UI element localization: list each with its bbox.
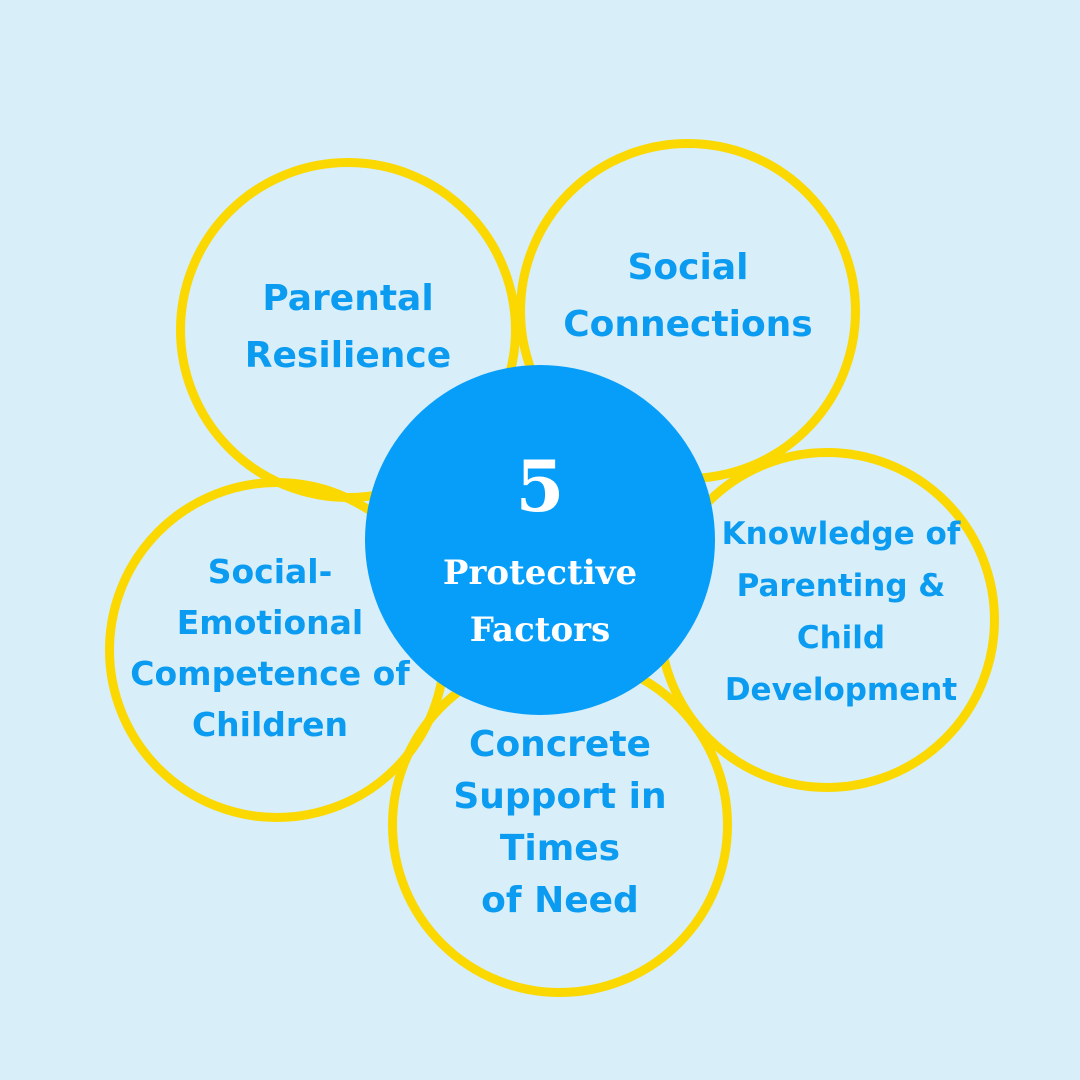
factor-label-concrete-support: Concrete Support in Times of Need [453,724,667,921]
factor-circle-social-connections: Social Connections [516,139,860,483]
hub-number: 5 [515,445,565,528]
factor-label-parental-resilience: Parental Resilience [244,278,452,376]
factor-circle-knowledge-of-parenting: Knowledge of Parenting & Child Developme… [655,448,999,792]
factor-label-social-emotional-competence: Social- Emotional Competence of Children [130,552,410,744]
center-hub-circle: 5 Protective Factors [365,365,715,715]
hub-title: Protective Factors [442,553,638,650]
factor-label-knowledge-of-parenting: Knowledge of Parenting & Child Developme… [721,516,961,708]
factor-circle-concrete-support: Concrete Support in Times of Need [388,653,732,997]
factor-label-social-connections: Social Connections [563,247,813,345]
